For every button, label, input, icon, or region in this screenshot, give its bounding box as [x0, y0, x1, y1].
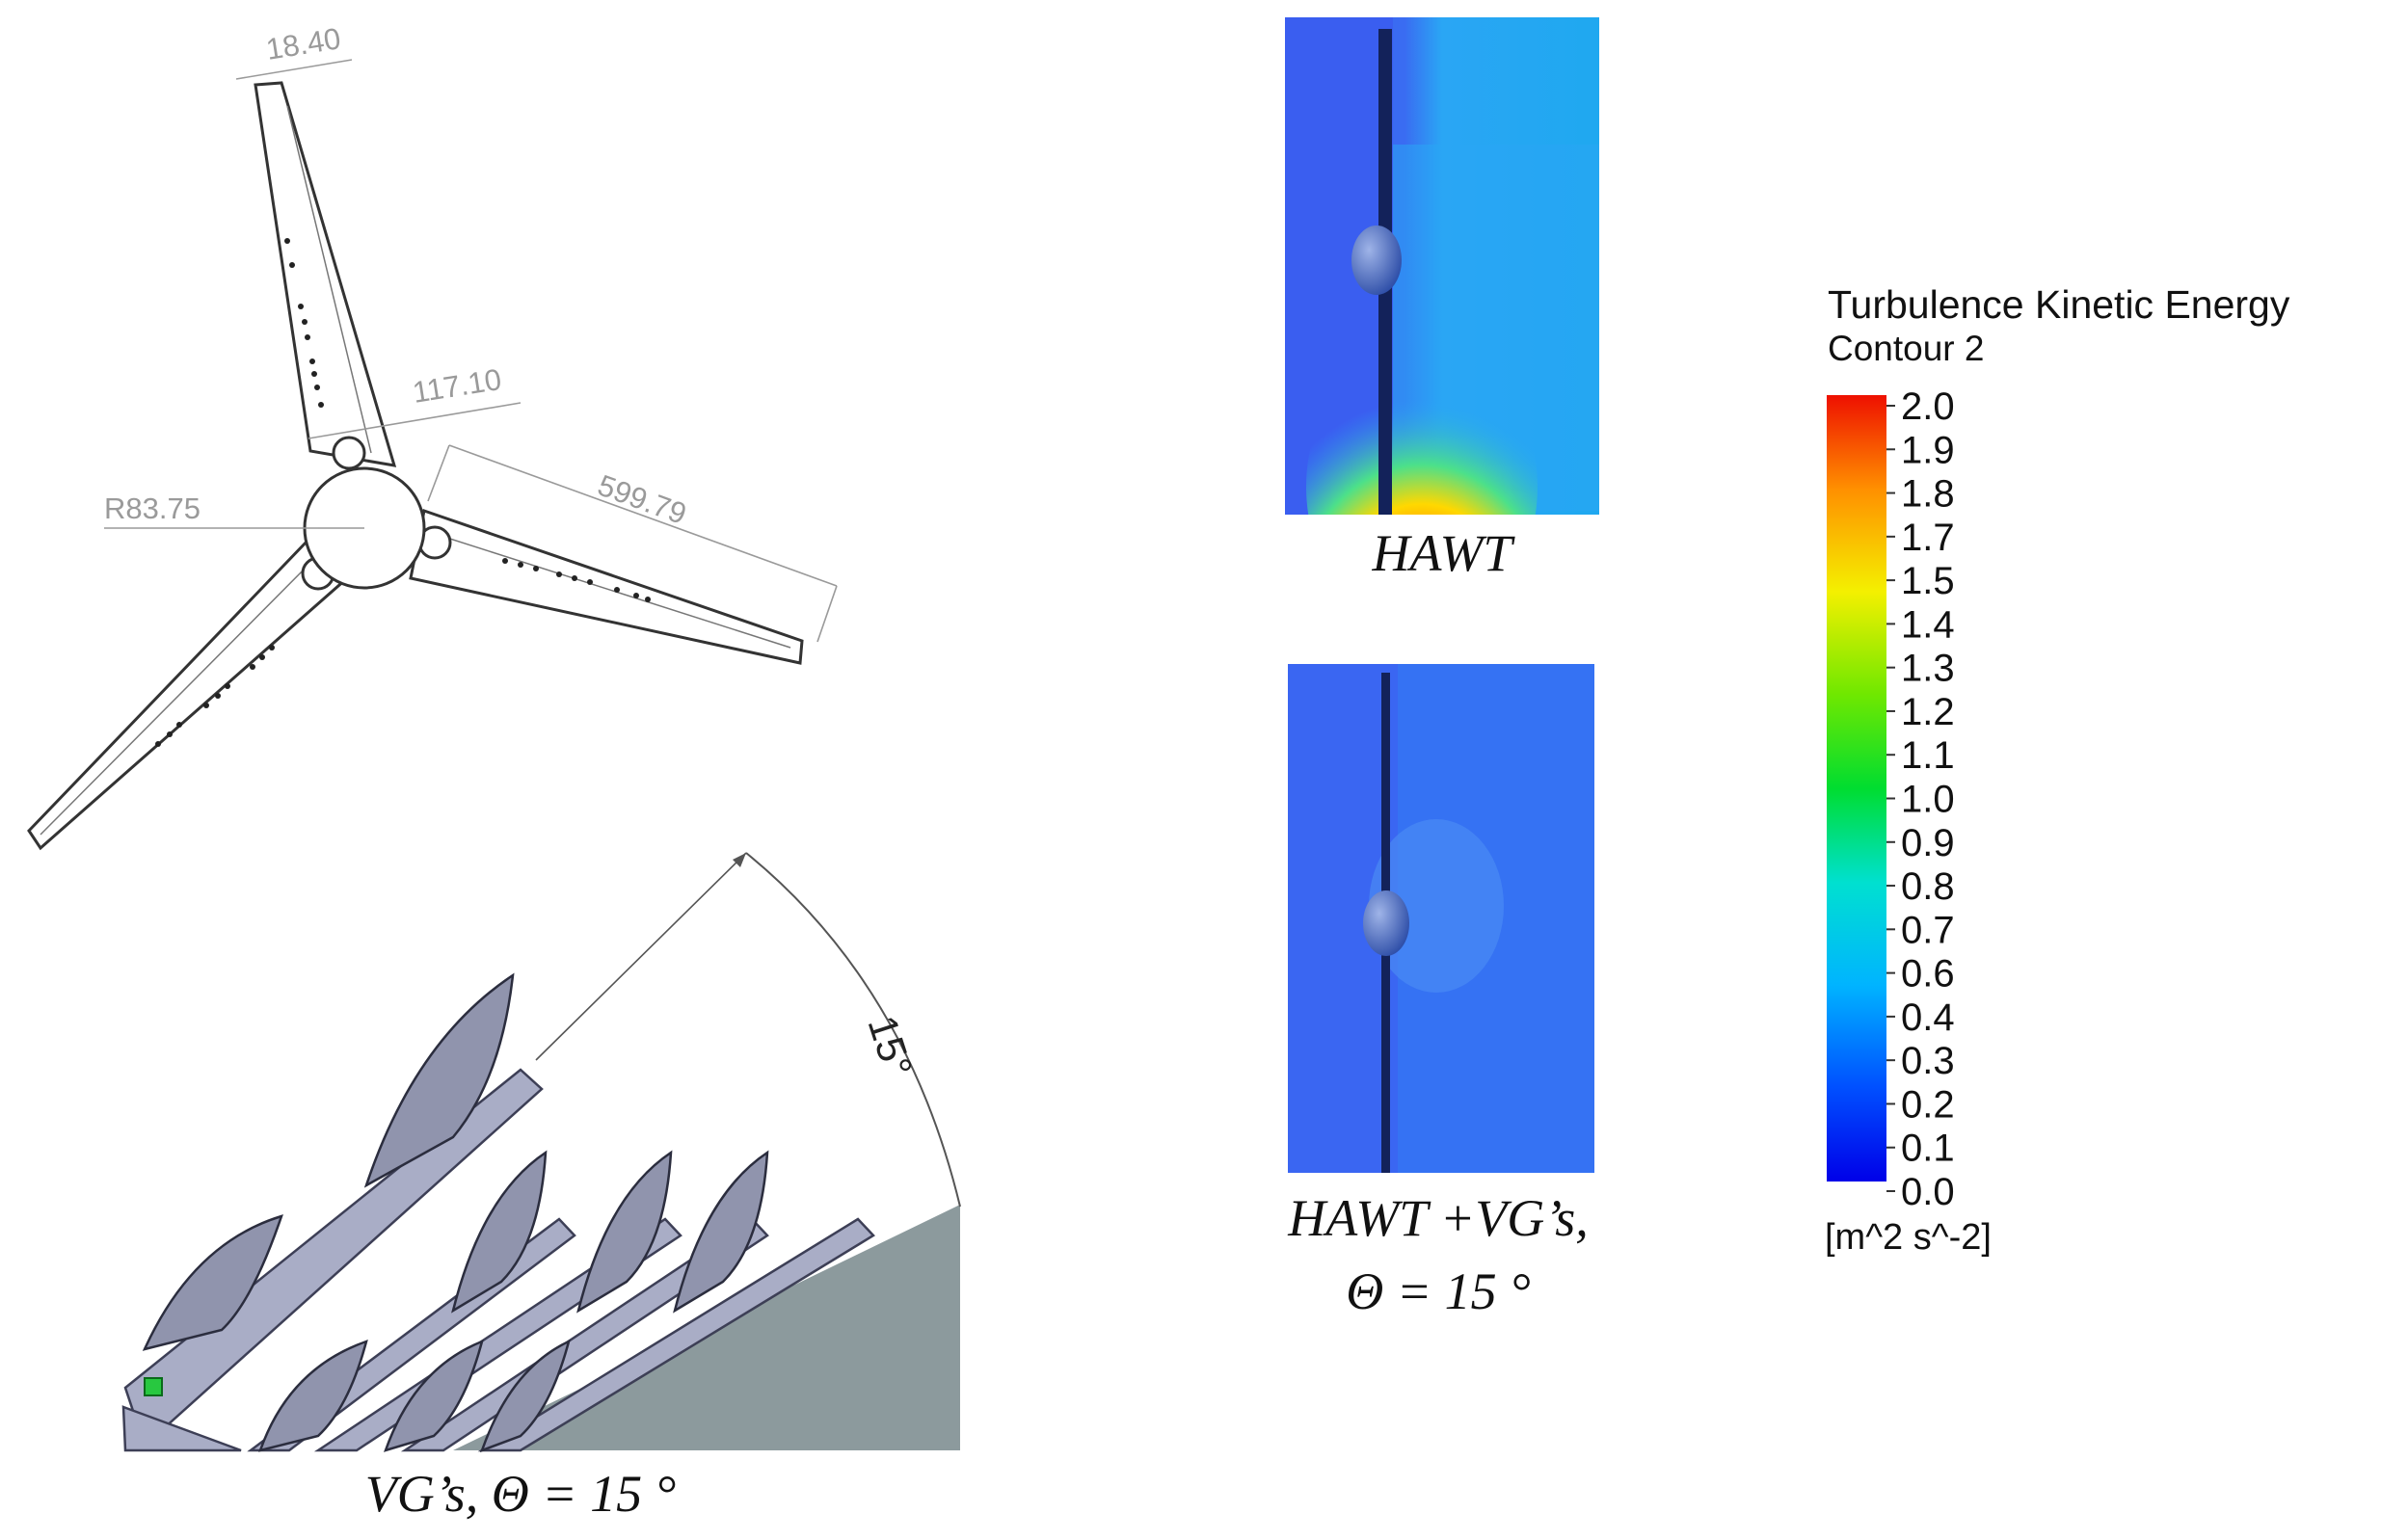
legend-tick-label: 1.8	[1901, 473, 1955, 516]
legend-tick-label: 1.0	[1901, 779, 1955, 821]
dim-tip-width: 18.40	[264, 21, 343, 66]
contour-hawt	[1285, 17, 1599, 515]
origin-marker	[144, 1377, 163, 1396]
dim-blade-length: 599.79	[594, 468, 691, 531]
legend-tick-label: 0.6	[1901, 953, 1955, 996]
hawt-caption: HAWT	[1372, 524, 1516, 582]
dim-blade-width: 117.10	[411, 362, 504, 410]
legend-tick-label: 1.3	[1901, 648, 1955, 690]
legend-tick-label: 1.9	[1901, 429, 1955, 471]
legend-tick-label: 1.7	[1901, 517, 1955, 559]
dim-hub-radius: R83.75	[104, 491, 201, 525]
legend-tick-label: 0.9	[1901, 822, 1955, 864]
vg-caption: VG’s, Θ = 15 °	[365, 1465, 677, 1523]
legend-title-line1: Turbulence Kinetic Energy	[1828, 282, 2290, 327]
legend-tick-label: 0.1	[1901, 1128, 1955, 1170]
hawt-vg-caption-line2: Θ = 15 °	[1346, 1262, 1531, 1320]
legend-ticks: 2.01.91.81.71.51.41.31.21.11.00.90.80.70…	[1886, 385, 1955, 1213]
legend-tick-label: 0.0	[1901, 1171, 1955, 1213]
legend-tick-label: 1.5	[1901, 560, 1955, 602]
legend-tick-label: 0.7	[1901, 909, 1955, 951]
blade-right	[409, 509, 804, 665]
turbine-drawing	[27, 81, 804, 851]
legend-tick-label: 1.2	[1901, 691, 1955, 733]
dimension-lines	[104, 59, 838, 643]
legend-tick-label: 0.8	[1901, 865, 1955, 908]
vg-angle-arc	[745, 852, 961, 1208]
contour-hawt-vg	[1288, 664, 1594, 1173]
legend-colorbar	[1827, 395, 1886, 1182]
vg-angle-label: 15°	[859, 1010, 921, 1082]
legend-tick-label: 1.1	[1901, 734, 1955, 777]
blade-down-left	[27, 537, 350, 851]
vg-isometric-view: 15°	[121, 852, 961, 1453]
legend-unit: [m^2 s^-2]	[1825, 1217, 1992, 1258]
legend-tick-label: 2.0	[1901, 385, 1955, 428]
legend-title-line2: Contour 2	[1828, 329, 1985, 368]
legend-tick-label: 0.4	[1901, 996, 1955, 1039]
hawt-vg-caption-line1: HAWT +VG’s,	[1287, 1189, 1588, 1247]
vg-markers	[155, 238, 651, 747]
legend-tick-label: 0.2	[1901, 1083, 1955, 1126]
color-legend: Turbulence Kinetic Energy Contour 2 2.01…	[1825, 282, 2290, 1258]
legend-tick-label: 1.4	[1901, 603, 1955, 646]
legend-tick-label: 0.3	[1901, 1040, 1955, 1082]
blade-up	[254, 81, 397, 467]
